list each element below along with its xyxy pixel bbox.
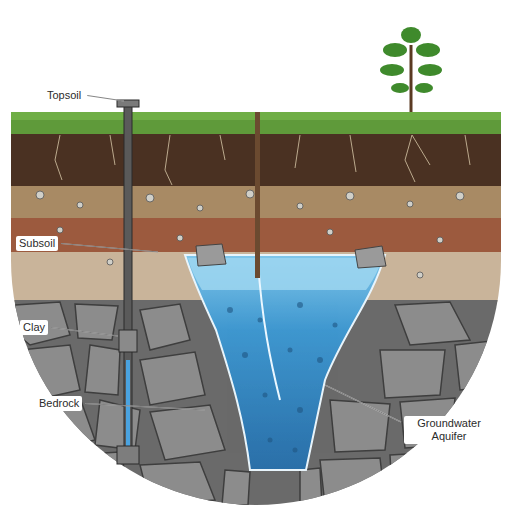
- art-shape: [412, 135, 430, 165]
- well-screen: [117, 446, 139, 464]
- part-label: Clay: [20, 320, 48, 335]
- leader-line: [325, 385, 401, 422]
- art-shape: [20, 345, 80, 400]
- tree: [380, 27, 442, 112]
- rock-right: [355, 246, 386, 268]
- art-shape: [197, 205, 203, 211]
- art-shape: [333, 323, 338, 328]
- leader-line: [85, 404, 205, 411]
- art-shape: [220, 135, 225, 160]
- rock-left: [196, 244, 226, 266]
- aquifer-water: [185, 255, 385, 470]
- tree-trunk: [410, 45, 413, 112]
- plant-roots: [55, 135, 470, 185]
- art-shape: [165, 135, 172, 185]
- art-shape: [455, 340, 500, 390]
- leader-line: [87, 96, 124, 102]
- art-shape: [330, 400, 390, 452]
- art-shape: [297, 203, 303, 209]
- art-shape: [327, 229, 333, 235]
- art-shape: [390, 452, 440, 492]
- art-shape: [150, 405, 225, 460]
- art-shape: [350, 135, 356, 172]
- art-shape: [288, 348, 293, 353]
- tap-root: [255, 98, 260, 278]
- art-shape: [417, 272, 423, 278]
- art-shape: [405, 135, 415, 182]
- art-shape: [146, 194, 154, 202]
- art-shape: [407, 201, 413, 207]
- art-shape: [456, 192, 464, 200]
- part-label: Subsoil: [16, 236, 58, 251]
- art-shape: [383, 43, 407, 57]
- art-shape: [437, 237, 443, 243]
- tree-leaves: [380, 27, 442, 93]
- leader-line: [87, 96, 124, 102]
- art-shape: [227, 307, 233, 313]
- art-shape: [416, 43, 440, 57]
- art-shape: [140, 462, 215, 505]
- art-shape: [317, 357, 323, 363]
- art-shape: [300, 468, 322, 505]
- leader-line: [61, 244, 158, 253]
- part-label: Bedrock: [36, 396, 82, 411]
- art-shape: [57, 227, 63, 233]
- art-shape: [77, 202, 83, 208]
- art-shape: [268, 438, 273, 443]
- art-shape: [346, 192, 354, 200]
- art-shape: [12, 302, 70, 345]
- art-shape: [297, 302, 303, 308]
- leader-line: [61, 244, 158, 253]
- art-shape: [242, 352, 248, 358]
- part-label: Topsoil: [44, 88, 84, 103]
- art-shape: [258, 318, 263, 323]
- art-shape: [95, 400, 140, 450]
- leader-line: [51, 328, 118, 337]
- well: [117, 100, 139, 464]
- art-shape: [36, 191, 44, 199]
- pump-fitting: [119, 330, 137, 352]
- water-stream: [258, 262, 280, 400]
- art-shape: [295, 135, 300, 168]
- soil-layers: [0, 98, 512, 512]
- art-shape: [391, 83, 409, 93]
- art-shape: [380, 350, 445, 398]
- leader-line: [51, 328, 118, 337]
- art-shape: [110, 135, 115, 165]
- leader-line: [325, 385, 401, 422]
- porous-dots: [227, 302, 338, 453]
- art-shape: [401, 27, 421, 43]
- art-shape: [415, 83, 433, 93]
- art-shape: [246, 190, 254, 198]
- art-shape: [293, 448, 298, 453]
- part-label: Groundwater Aquifer: [404, 416, 494, 444]
- well-pipe: [124, 104, 132, 448]
- art-shape: [263, 393, 268, 398]
- art-shape: [465, 135, 470, 165]
- art-shape: [418, 64, 442, 76]
- art-shape: [55, 135, 62, 180]
- art-shape: [107, 259, 113, 265]
- art-shape: [320, 458, 385, 505]
- art-shape: [140, 352, 205, 405]
- art-shape: [395, 302, 470, 345]
- well-water: [126, 360, 130, 446]
- art-shape: [177, 235, 183, 241]
- art-shape: [85, 345, 120, 395]
- art-shape: [380, 64, 404, 76]
- leader-line: [85, 404, 205, 411]
- art-shape: [222, 470, 250, 505]
- art-shape: [297, 407, 303, 413]
- art-shape: [140, 304, 190, 350]
